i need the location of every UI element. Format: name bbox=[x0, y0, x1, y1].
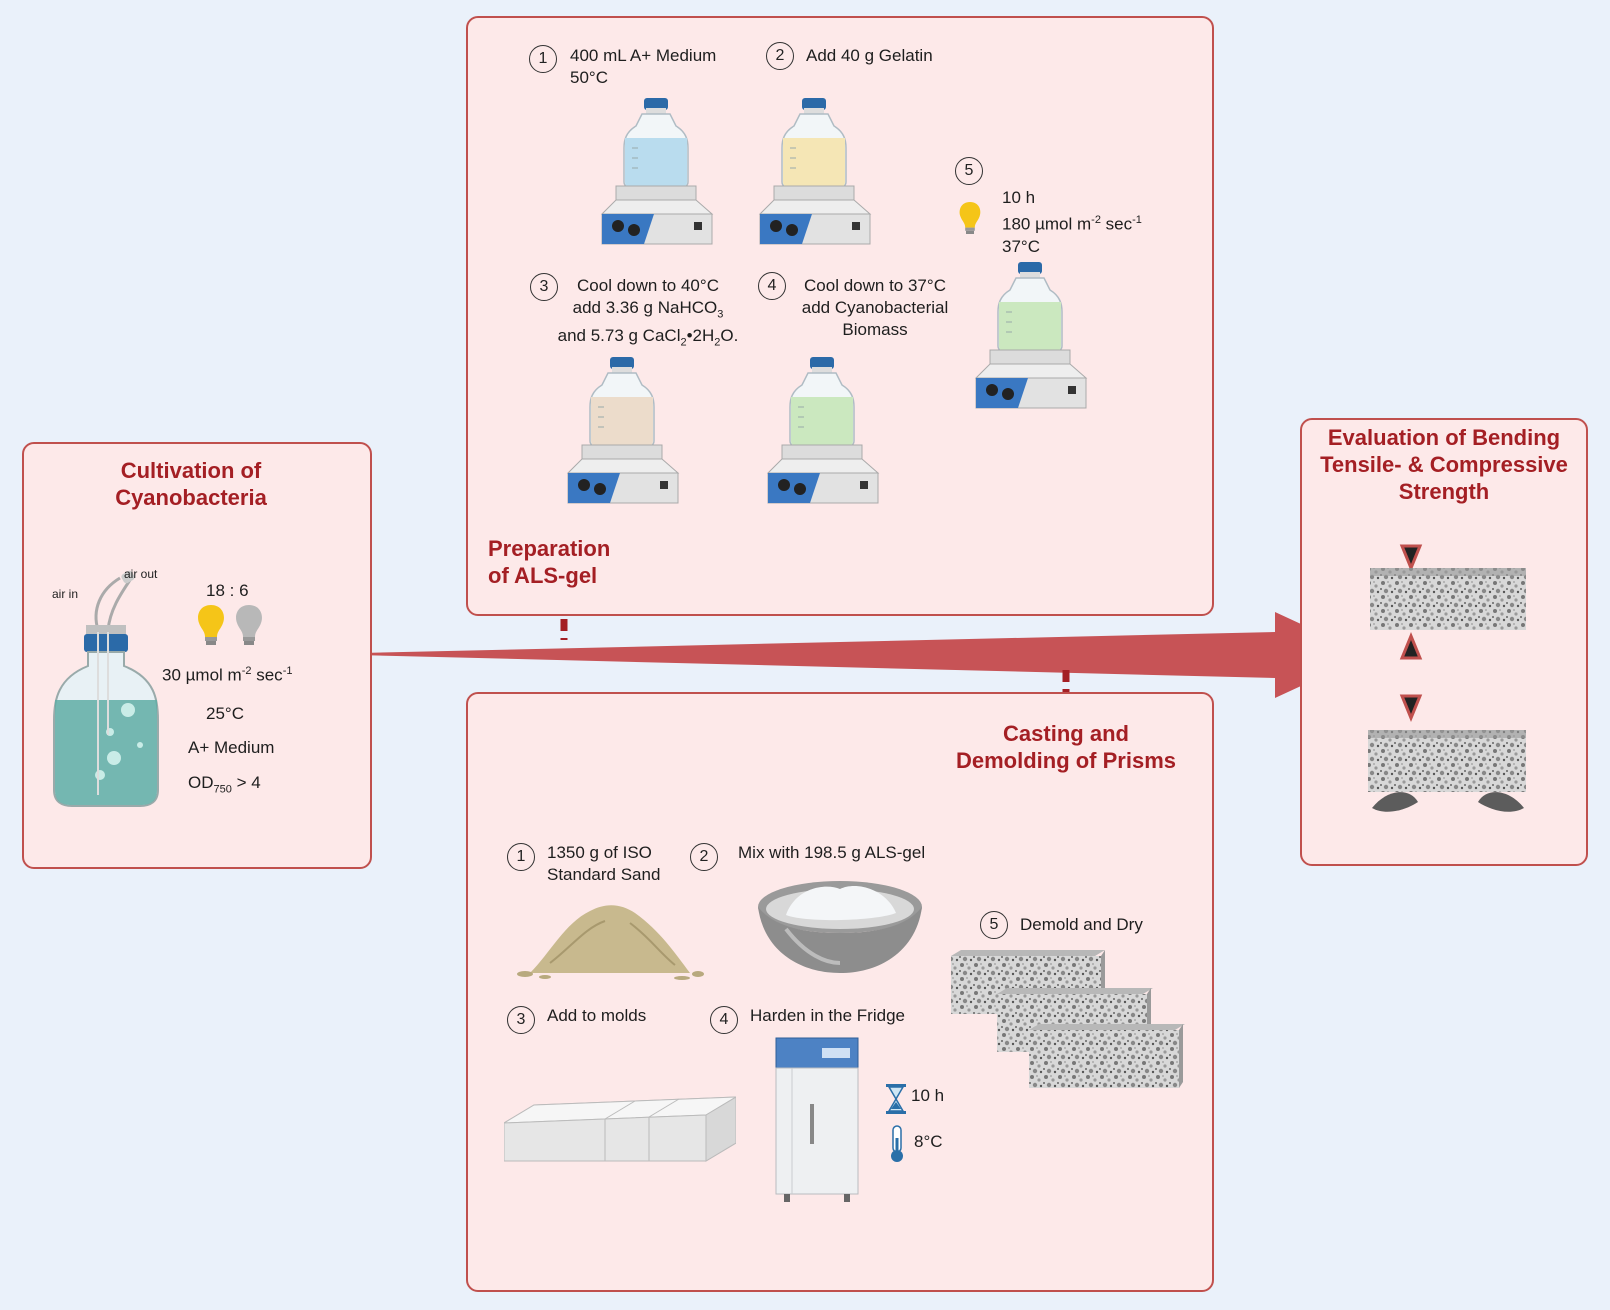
cast-step-5-number: 5 bbox=[980, 911, 1008, 939]
thermometer-icon bbox=[891, 1125, 903, 1162]
prep-step-1-number: 1 bbox=[529, 45, 557, 73]
prep-step-2-number: 2 bbox=[766, 42, 794, 70]
air-in-label: air in bbox=[52, 587, 79, 601]
cast-step-4-text: Harden in the Fridge bbox=[750, 1006, 905, 1025]
cast-step-4-number: 4 bbox=[710, 1006, 738, 1034]
light-intensity: 30 µmol m-2 sec-1 bbox=[162, 665, 293, 685]
air-out-label: air out bbox=[124, 567, 158, 581]
casting-title: Casting and Demolding of Prisms bbox=[936, 720, 1196, 774]
prep-step-4-number: 4 bbox=[758, 272, 786, 300]
prep-step-2-text: Add 40 g Gelatin bbox=[806, 46, 933, 65]
light-bulb-icon bbox=[959, 202, 981, 234]
dried-prisms-icon bbox=[951, 950, 1185, 1088]
cast-step-3-number: 3 bbox=[507, 1006, 535, 1034]
evaluation-title: Evaluation of Bending Tensile- & Compres… bbox=[1302, 424, 1586, 505]
mixing-bowl-icon bbox=[758, 881, 922, 973]
fridge-temperature: 8°C bbox=[914, 1132, 943, 1151]
stirrer-beige-icon bbox=[566, 357, 680, 504]
stirrer-yellow-icon bbox=[758, 98, 872, 245]
prep-step-3-number: 3 bbox=[530, 273, 558, 301]
preparation-title-line2: of ALS-gel bbox=[488, 563, 598, 588]
cultivation-title-line1: Cultivation of bbox=[120, 458, 262, 483]
fridge-time: 10 h bbox=[911, 1086, 945, 1105]
casting-title-line1: Casting and bbox=[1003, 721, 1129, 746]
fridge-icon bbox=[775, 1037, 859, 1202]
evaluation-title-line3: Strength bbox=[1398, 479, 1490, 504]
preparation-panel bbox=[466, 16, 1214, 616]
prism-mold-icon bbox=[504, 1096, 736, 1162]
cultivation-title-line2: Cyanobacteria bbox=[115, 485, 267, 510]
prep-step-5-number: 5 bbox=[955, 157, 983, 185]
stirrer-green-icon bbox=[766, 357, 880, 504]
casting-title-line2: Demolding of Prisms bbox=[955, 748, 1177, 773]
stirrer-blue-icon bbox=[600, 98, 714, 245]
process-arrow bbox=[318, 612, 1368, 698]
evaluation-title-line2: Tensile- & Compressive bbox=[1320, 452, 1568, 477]
stirrer-green-final-icon bbox=[974, 262, 1088, 409]
cast-step-2-text: Mix with 198.5 g ALS-gel bbox=[738, 843, 926, 862]
light-cycle: 18 : 6 bbox=[206, 581, 249, 600]
culture-bottle-icon bbox=[53, 570, 159, 807]
strength-test-icon bbox=[1368, 544, 1526, 812]
cultivation-title: Cultivation of Cyanobacteria bbox=[80, 457, 302, 511]
cast-step-1-number: 1 bbox=[507, 843, 535, 871]
evaluation-title-line1: Evaluation of Bending bbox=[1327, 425, 1561, 450]
preparation-title-line1: Preparation bbox=[488, 536, 611, 561]
cultivation-temperature: 25°C bbox=[206, 704, 244, 723]
prep-step-5-text: 10 h 180 µmol m-2 sec-1 37°C bbox=[1002, 188, 1142, 256]
optical-density: OD750 > 4 bbox=[188, 773, 261, 796]
sand-pile-icon bbox=[517, 905, 704, 980]
cast-step-3-text: Add to molds bbox=[547, 1006, 647, 1025]
cast-step-5-text: Demold and Dry bbox=[1020, 915, 1143, 934]
light-bulb-icons bbox=[198, 605, 262, 645]
cultivation-medium: A+ Medium bbox=[188, 738, 275, 757]
preparation-title: Preparation of ALS-gel bbox=[488, 535, 610, 589]
prep-step-3-text: Cool down to 40°C add 3.36 g NaHCO3 and … bbox=[557, 276, 739, 349]
hourglass-icon bbox=[886, 1084, 906, 1114]
cast-step-2-number: 2 bbox=[690, 843, 718, 871]
